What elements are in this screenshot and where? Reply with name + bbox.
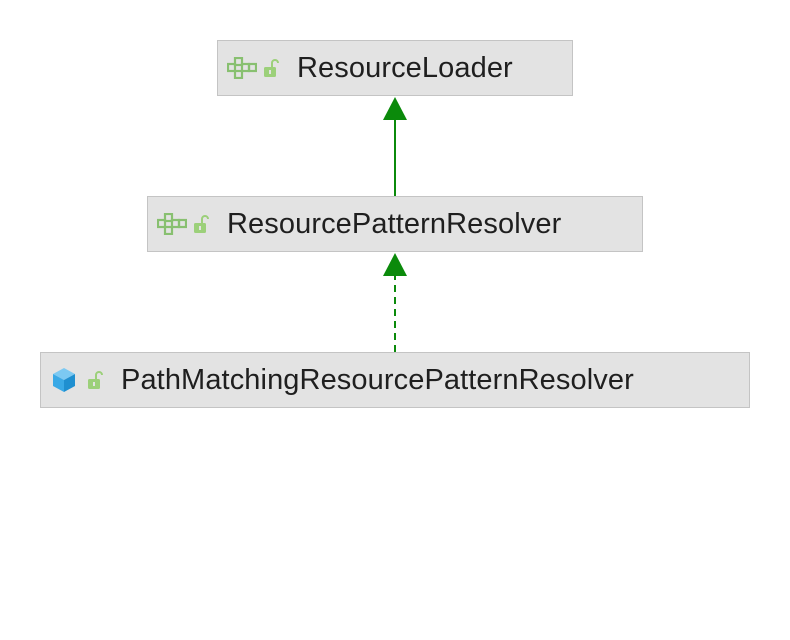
interface-icon	[157, 213, 187, 235]
node-label: ResourcePatternResolver	[227, 207, 562, 240]
class-icon	[51, 367, 77, 393]
public-lock-icon	[193, 214, 209, 234]
implements-arrowhead	[383, 253, 407, 276]
node-label: PathMatchingResourcePatternResolver	[121, 363, 634, 396]
node-path-matching-resource-pattern-resolver[interactable]: PathMatchingResourcePatternResolver	[40, 352, 750, 408]
public-lock-icon	[263, 58, 279, 78]
node-icons	[157, 213, 209, 235]
node-icons	[227, 57, 279, 79]
node-resource-loader[interactable]: ResourceLoader	[217, 40, 573, 96]
node-resource-pattern-resolver[interactable]: ResourcePatternResolver	[147, 196, 643, 252]
interface-icon	[227, 57, 257, 79]
public-lock-icon	[87, 370, 103, 390]
node-icons	[51, 367, 103, 393]
extends-arrowhead	[383, 97, 407, 120]
node-label: ResourceLoader	[297, 51, 513, 84]
